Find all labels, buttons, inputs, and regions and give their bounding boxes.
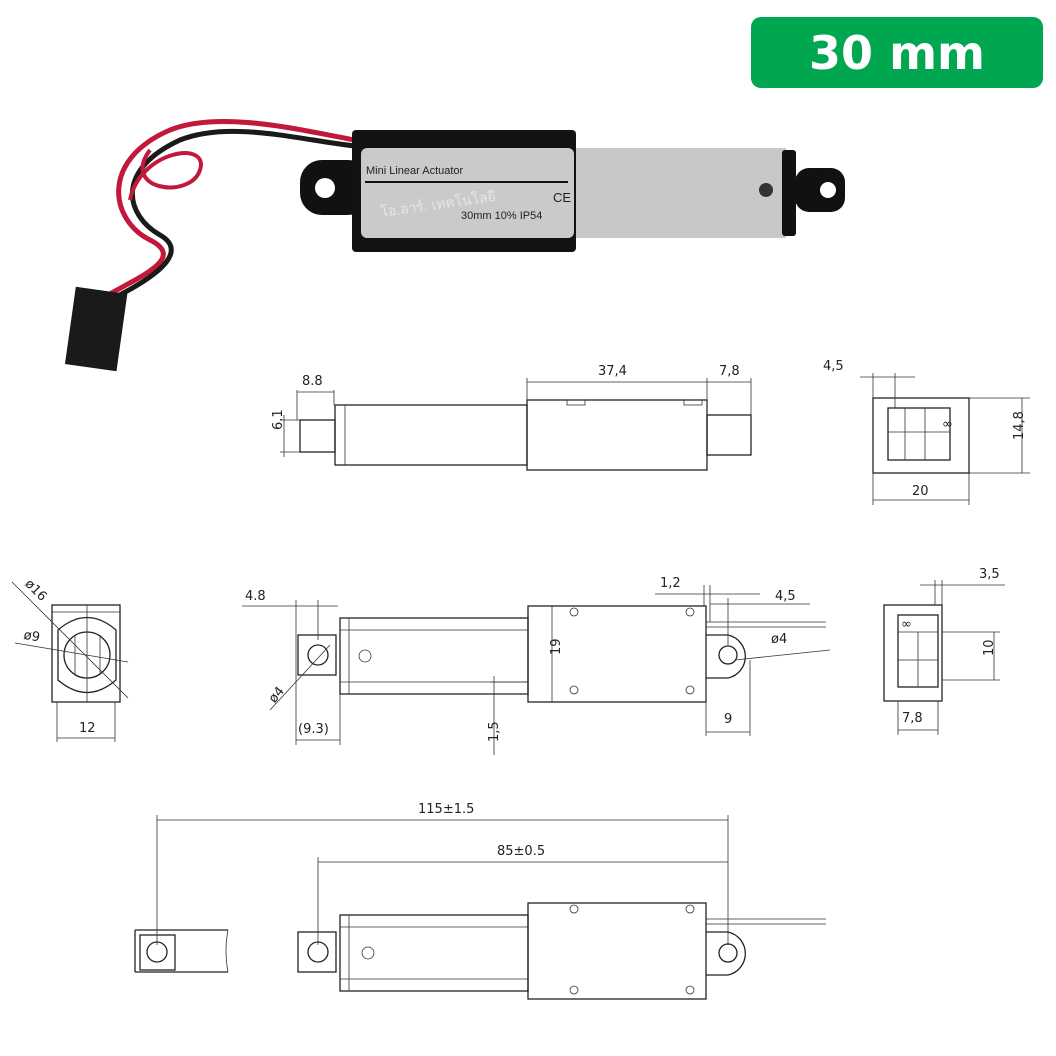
product-label <box>361 148 574 238</box>
dimension-label: 7,8 <box>719 364 740 379</box>
dimension-label: 4.8 <box>245 589 266 604</box>
extended-view: 115±1.5 85±0.5 <box>134 802 826 1000</box>
aluminum-tube <box>576 148 786 238</box>
label-title: Mini Linear Actuator <box>366 165 464 177</box>
side-view: 4.8 ø4 (9.3) 1,5 19 1,2 4,5 ø4 9 <box>242 576 831 755</box>
dimension-label: 14,8 <box>1012 411 1027 440</box>
dimension-label: 12 <box>79 721 96 736</box>
ce-mark: CE <box>553 190 571 205</box>
dimension-label: ø4 <box>266 684 288 706</box>
dimension-label: 1,5 <box>487 721 502 742</box>
label-spec: 30mm 10% IP54 <box>461 210 542 222</box>
end-view-top-right: ∞ 4,5 14,8 20 <box>823 359 1030 505</box>
top-view: 8.8 6.1 37,4 7,8 <box>271 364 752 471</box>
stroke-length-badge: 30 mm <box>751 17 1043 88</box>
dimension-label: 4,5 <box>823 359 844 374</box>
total-length-dim: 115±1.5 <box>418 802 474 817</box>
dimension-label: 8.8 <box>302 374 323 389</box>
retracted-length-dim: 85±0.5 <box>497 844 545 859</box>
dimension-label: 37,4 <box>598 364 627 379</box>
connector-plug <box>64 286 128 372</box>
svg-text:∞: ∞ <box>901 617 912 632</box>
dimension-label: (9.3) <box>298 722 329 737</box>
end-view-left: ø16 ø9 12 <box>11 577 129 742</box>
dimension-label: 10 <box>982 639 997 656</box>
svg-text:∞: ∞ <box>942 417 953 432</box>
dimension-label: 6.1 <box>271 409 286 430</box>
dimension-label: ø9 <box>22 628 41 646</box>
dimension-label: ø4 <box>771 632 787 647</box>
dimension-label: 9 <box>724 712 732 727</box>
dimension-label: 20 <box>912 484 929 499</box>
dimension-label: 3,5 <box>979 567 1000 582</box>
dimension-label: ø16 <box>22 577 50 605</box>
dimension-label: 4,5 <box>775 589 796 604</box>
dimension-label: 7,8 <box>902 711 923 726</box>
dimension-label: 19 <box>549 638 564 655</box>
dimension-label: 1,2 <box>660 576 681 591</box>
end-view-mid-right: ∞ 3,5 10 7,8 <box>883 567 1005 735</box>
actuator-photo: Mini Linear Actuator CE 30mm 10% IP54 โอ… <box>64 118 845 372</box>
